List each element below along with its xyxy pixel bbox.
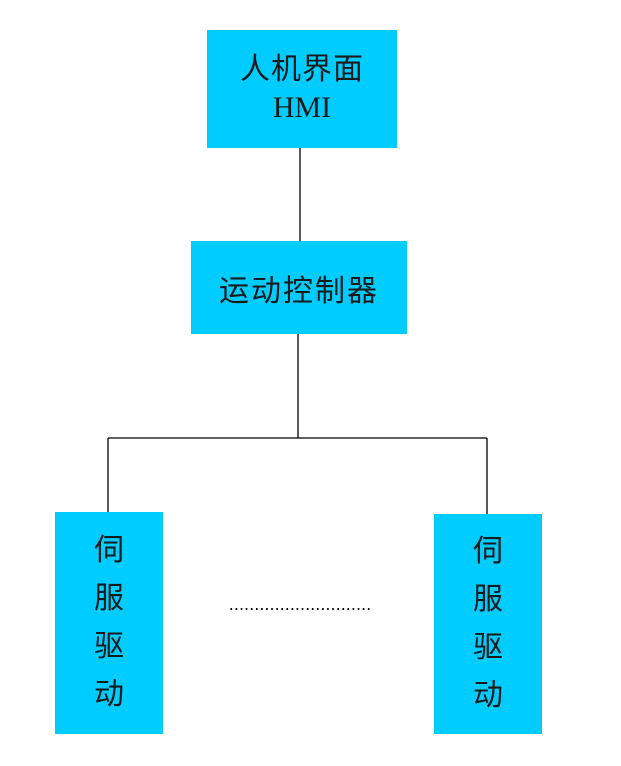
servo-drive-label-right: 伺服驱动 (473, 534, 503, 713)
hmi-label-en: HMI (272, 91, 332, 124)
servo-drive-box-left: 伺服驱动 (55, 512, 163, 734)
servo-drive-label-left: 伺服驱动 (94, 533, 124, 712)
hmi-box: 人机界面 HMI (207, 30, 397, 148)
motion-controller-box: 运动控制器 (191, 241, 407, 334)
hmi-label-cn: 人机界面 (240, 52, 364, 87)
servo-drive-box-right: 伺服驱动 (434, 514, 542, 734)
ellipsis-dots: ............................ (229, 595, 371, 614)
motion-controller-label: 运动控制器 (219, 273, 379, 309)
